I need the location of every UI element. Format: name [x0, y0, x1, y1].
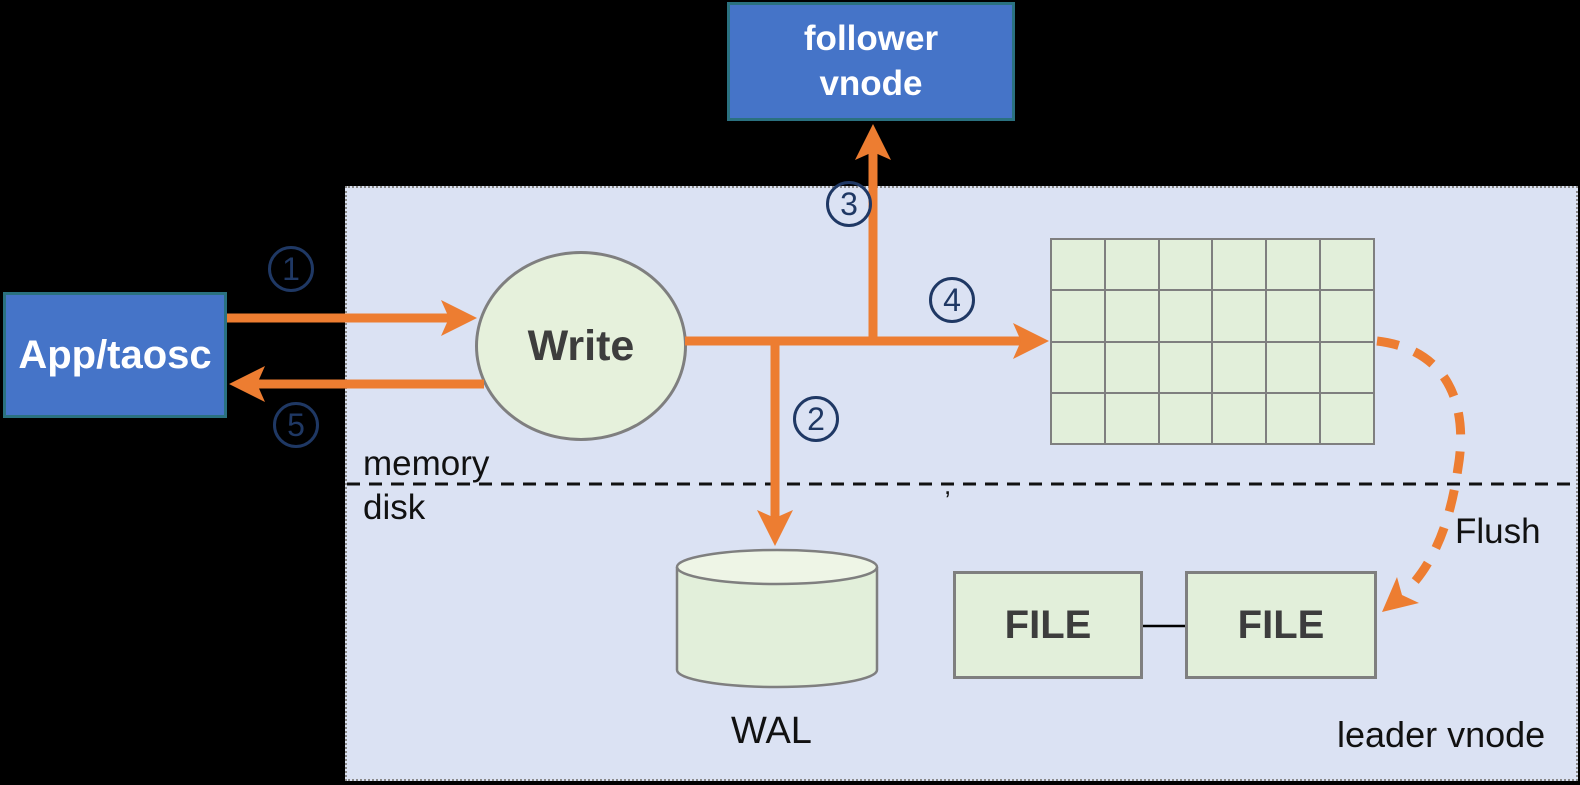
- step-2-number: 2: [807, 400, 825, 437]
- memtable-grid: [1050, 238, 1375, 445]
- grid-cell: [1159, 393, 1212, 443]
- grid-cell: [1213, 291, 1266, 341]
- grid-cell: [1267, 393, 1320, 443]
- app-taosc-box: App/taosc: [3, 292, 227, 418]
- grid-cell: [1267, 342, 1320, 392]
- grid-cell: [1052, 240, 1104, 290]
- grid-cell: [1052, 342, 1104, 392]
- grid-cell: [1267, 291, 1320, 341]
- wal-label: WAL: [731, 710, 812, 752]
- step-4-number: 4: [943, 281, 961, 318]
- follower-vnode-label: follower vnode: [803, 18, 939, 103]
- app-taosc-label: App/taosc: [18, 332, 212, 377]
- grid-cell: [1213, 342, 1266, 392]
- step-1-number: 1: [282, 250, 300, 287]
- grid-cell: [1105, 291, 1158, 341]
- grid-cell: [1105, 393, 1158, 443]
- write-label: Write: [527, 321, 635, 370]
- memory-label: memory: [363, 444, 490, 483]
- disk-label: disk: [363, 488, 426, 527]
- grid-cell: [1213, 240, 1266, 290]
- grid-cell: [1159, 240, 1212, 290]
- grid-cell: [1321, 240, 1373, 290]
- step-2-badge: 2: [793, 396, 839, 442]
- grid-cell: [1159, 291, 1212, 341]
- flush-label: Flush: [1455, 512, 1541, 551]
- leader-vnode-label: leader vnode: [1337, 714, 1546, 755]
- write-node: Write: [475, 251, 687, 441]
- step-5-badge: 5: [273, 402, 319, 448]
- grid-cell: [1105, 240, 1158, 290]
- grid-cell: [1159, 342, 1212, 392]
- comma-artifact: ,: [944, 470, 952, 500]
- step-3-number: 3: [840, 185, 858, 222]
- grid-cell: [1267, 240, 1320, 290]
- file-2-label: FILE: [1237, 602, 1325, 647]
- grid-cell: [1105, 342, 1158, 392]
- grid-cell: [1052, 393, 1104, 443]
- grid-cell: [1213, 393, 1266, 443]
- step-1-badge: 1: [268, 246, 314, 292]
- grid-cell: [1052, 291, 1104, 341]
- step-3-badge: 3: [826, 181, 872, 227]
- step-4-badge: 4: [929, 277, 975, 323]
- grid-cell: [1321, 393, 1373, 443]
- file-1-label: FILE: [1004, 602, 1092, 647]
- step-5-number: 5: [287, 406, 305, 443]
- grid-cell: [1321, 291, 1373, 341]
- file-box-1: FILE: [953, 571, 1143, 679]
- file-box-2: FILE: [1185, 571, 1377, 679]
- grid-cell: [1321, 342, 1373, 392]
- follower-vnode-box: follower vnode: [727, 2, 1015, 121]
